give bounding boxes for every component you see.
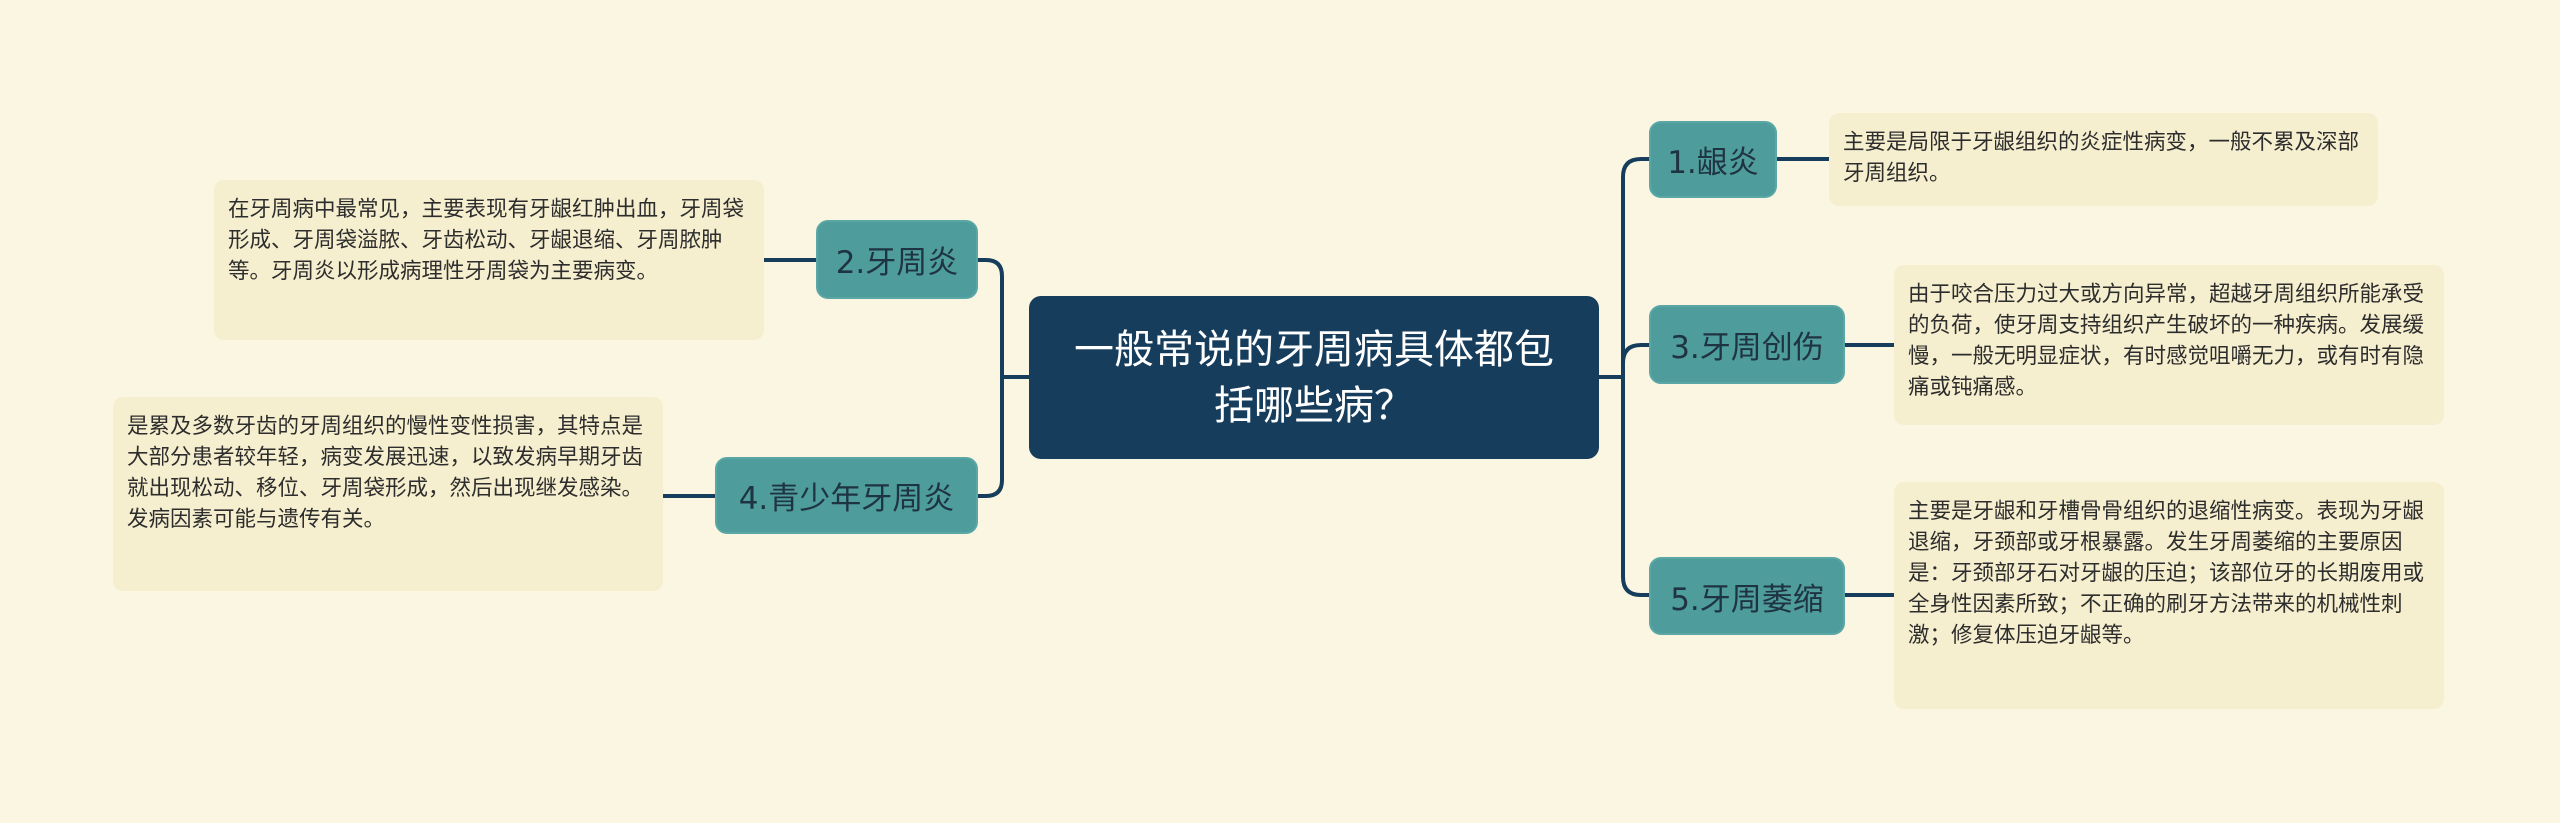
topic-periodontal-atrophy[interactable]: 5.牙周萎缩 xyxy=(1649,557,1845,635)
central-topic[interactable]: 一般常说的牙周病具体都包括哪些病？ xyxy=(1029,296,1599,459)
note-juvenile-periodontitis[interactable]: 是累及多数牙齿的牙周组织的慢性变性损害，其特点是大部分患者较年轻，病变发展迅速，… xyxy=(113,397,663,591)
note-text: 是累及多数牙齿的牙周组织的慢性变性损害，其特点是大部分患者较年轻，病变发展迅速，… xyxy=(127,414,644,532)
note-text: 主要是局限于牙龈组织的炎症性病变，一般不累及深部牙周组织。 xyxy=(1843,130,2360,186)
note-text: 主要是牙龈和牙槽骨骨组织的退缩性病变。表现为牙龈退缩，牙颈部或牙根暴露。发生牙周… xyxy=(1908,499,2425,648)
note-periodontal-trauma[interactable]: 由于咬合压力过大或方向异常，超越牙周组织所能承受的负荷，使牙周支持组织产生破坏的… xyxy=(1894,265,2444,425)
note-text: 在牙周病中最常见，主要表现有牙龈红肿出血，牙周袋形成、牙周袋溢脓、牙齿松动、牙龈… xyxy=(228,197,745,284)
note-periodontal-atrophy[interactable]: 主要是牙龈和牙槽骨骨组织的退缩性病变。表现为牙龈退缩，牙颈部或牙根暴露。发生牙周… xyxy=(1894,482,2444,709)
topic-label: 5.牙周萎缩 xyxy=(1670,581,1824,618)
topic-label: 1.龈炎 xyxy=(1667,145,1759,181)
topic-label: 4.青少年牙周炎 xyxy=(738,481,955,517)
topic-label: 3.牙周创伤 xyxy=(1670,330,1824,366)
note-text: 由于咬合压力过大或方向异常，超越牙周组织所能承受的负荷，使牙周支持组织产生破坏的… xyxy=(1908,282,2425,400)
topic-periodontal-trauma[interactable]: 3.牙周创伤 xyxy=(1649,305,1845,384)
note-gingivitis[interactable]: 主要是局限于牙龈组织的炎症性病变，一般不累及深部牙周组织。 xyxy=(1829,113,2378,206)
note-periodontitis[interactable]: 在牙周病中最常见，主要表现有牙龈红肿出血，牙周袋形成、牙周袋溢脓、牙齿松动、牙龈… xyxy=(214,180,764,340)
central-topic-title: 一般常说的牙周病具体都包括哪些病？ xyxy=(1074,326,1554,429)
topic-gingivitis[interactable]: 1.龈炎 xyxy=(1649,121,1777,198)
topic-periodontitis[interactable]: 2.牙周炎 xyxy=(816,220,978,299)
topic-juvenile-periodontitis[interactable]: 4.青少年牙周炎 xyxy=(715,457,978,534)
topic-label: 2.牙周炎 xyxy=(835,245,959,281)
